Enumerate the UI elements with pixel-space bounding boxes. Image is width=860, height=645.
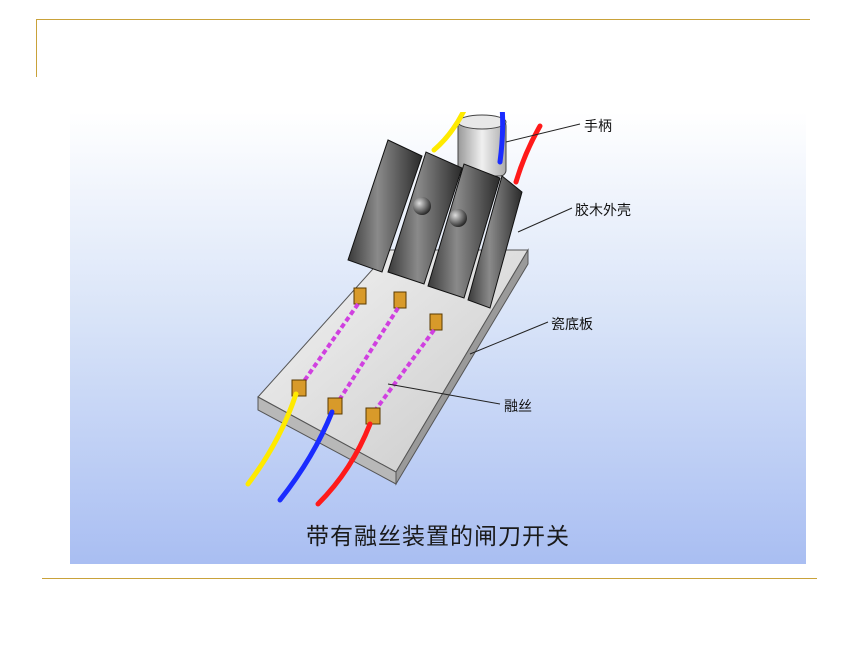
- label-fuse: 融丝: [504, 399, 532, 415]
- label-porcelain-base: 瓷底板: [551, 317, 593, 333]
- top-rule: [36, 19, 810, 20]
- switch-handle: [457, 114, 507, 177]
- label-bakelite-cover: 胶木外壳: [575, 203, 631, 219]
- cover-knob-right: [449, 209, 467, 227]
- left-rule: [36, 19, 37, 77]
- figure-caption: 带有融丝装置的闸刀开关: [306, 524, 570, 550]
- bakelite-cover: [347, 139, 523, 309]
- supply-wires: [431, 112, 543, 185]
- load-wires: [245, 391, 373, 507]
- upper-terminals: [353, 287, 443, 331]
- label-handle: 手柄: [584, 119, 612, 135]
- fuse-wires: [300, 302, 436, 414]
- callout-leaders: [387, 123, 581, 405]
- knife-switch-figure: 手柄 胶木外壳 瓷底板 融丝 带有融丝装置的闸刀开关: [70, 112, 806, 564]
- bottom-rule: [42, 578, 817, 579]
- cover-knob-left: [413, 197, 431, 215]
- knife-switch-illustration: [245, 112, 581, 507]
- porcelain-base-plate: [257, 248, 529, 486]
